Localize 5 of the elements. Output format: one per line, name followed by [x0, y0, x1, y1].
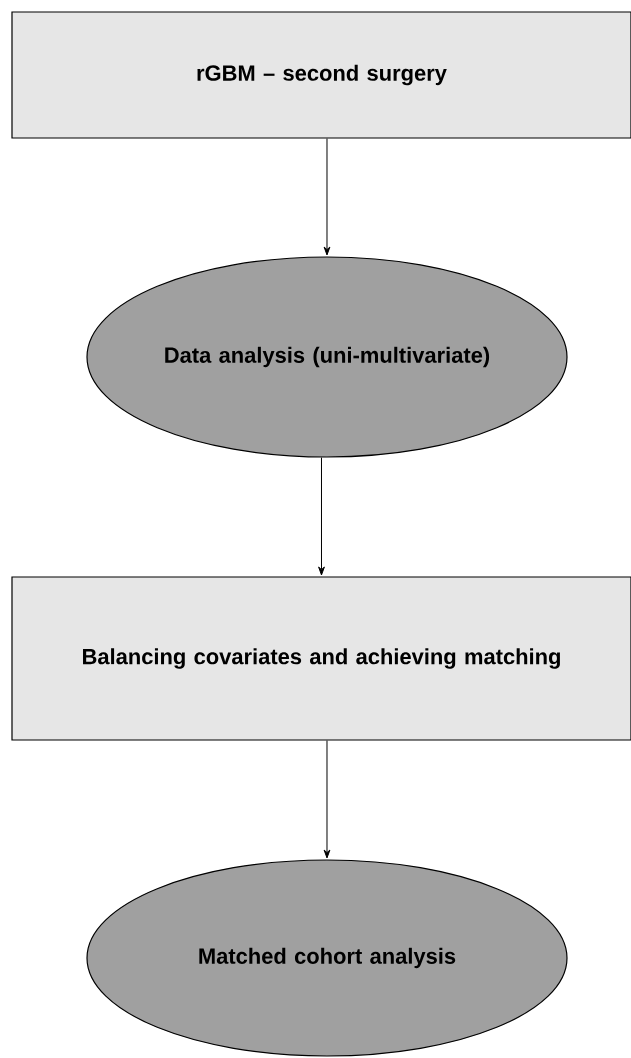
process-box: Balancing covariates and achieving matching: [11, 576, 631, 741]
arrow: [323, 138, 331, 256]
arrow: [323, 740, 331, 859]
arrow: [318, 457, 325, 576]
process-box: rGBM – second surgery: [11, 11, 631, 139]
